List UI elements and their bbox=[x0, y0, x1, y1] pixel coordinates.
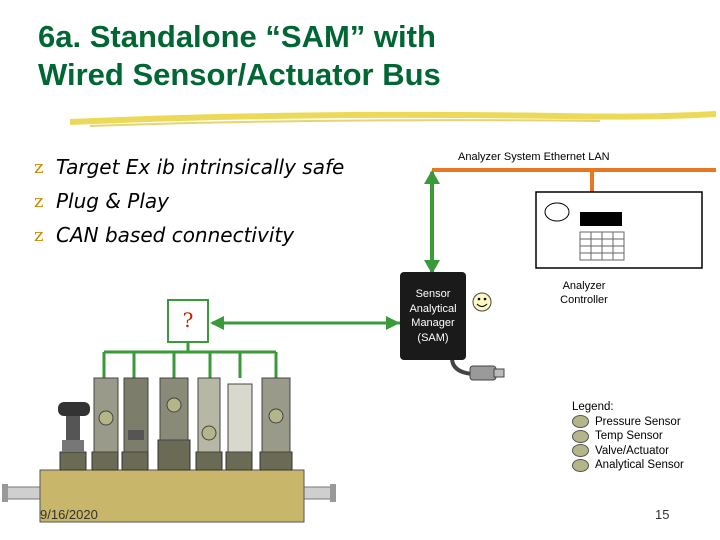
bullet-text: CAN based connectivity bbox=[56, 223, 295, 247]
valve-actuator bbox=[58, 402, 90, 452]
temp-sensor-swatch-icon bbox=[572, 429, 589, 443]
sam-line-2: Analytical bbox=[409, 302, 457, 315]
sensor-6 bbox=[261, 377, 291, 453]
arrow-up-icon bbox=[424, 170, 440, 184]
pipe-end-left bbox=[2, 484, 8, 502]
legend-item: Temp Sensor bbox=[572, 429, 684, 444]
manifold-base bbox=[39, 469, 305, 523]
bullet-item: z Plug & Play bbox=[34, 184, 394, 218]
bullet-item: z CAN based connectivity bbox=[34, 218, 394, 252]
title-line-2: Wired Sensor/Actuator Bus bbox=[38, 57, 441, 92]
legend-item-label: Analytical Sensor bbox=[595, 459, 684, 471]
sensor-2 bbox=[123, 377, 149, 453]
lan-label: Analyzer System Ethernet LAN bbox=[458, 151, 610, 163]
bullet-list: z Target Ex ib intrinsically safe z Plug… bbox=[34, 150, 394, 252]
sensor-5 bbox=[227, 383, 253, 453]
controller-label-line-2: Controller bbox=[560, 294, 608, 306]
legend: Legend: Pressure Sensor Temp Sensor Valv… bbox=[572, 400, 684, 473]
sensor-3 bbox=[159, 377, 189, 441]
pressure-sensor-icon bbox=[98, 410, 114, 426]
pressure-sensor-swatch-icon bbox=[572, 415, 589, 429]
arrow-left-icon bbox=[210, 316, 224, 330]
sensor-bus bbox=[102, 342, 278, 378]
legend-item: Valve/Actuator bbox=[572, 444, 684, 459]
legend-item-label: Temp Sensor bbox=[595, 430, 663, 442]
connector-plug-icon bbox=[450, 357, 505, 381]
bullet-mark-icon: z bbox=[34, 190, 44, 212]
bullet-text: Plug & Play bbox=[56, 189, 170, 213]
pipe-end-right bbox=[330, 484, 336, 502]
controller-label-line-1: Analyzer bbox=[562, 280, 606, 292]
sensor-1 bbox=[93, 377, 119, 453]
temp-sensor-icon bbox=[166, 397, 182, 413]
bullet-text: Target Ex ib intrinsically safe bbox=[56, 155, 345, 179]
bullet-mark-icon: z bbox=[34, 156, 44, 178]
bullet-mark-icon: z bbox=[34, 224, 44, 246]
legend-item: Pressure Sensor bbox=[572, 415, 684, 430]
analyzer-controller bbox=[535, 191, 703, 269]
controller-display-icon bbox=[544, 202, 570, 222]
sensor-4 bbox=[197, 377, 221, 453]
sam-line-4: (SAM) bbox=[417, 331, 449, 344]
legend-item-label: Valve/Actuator bbox=[595, 444, 669, 457]
question-mark: ? bbox=[182, 308, 194, 332]
legend-heading: Legend: bbox=[572, 401, 614, 413]
bullet-item: z Target Ex ib intrinsically safe bbox=[34, 150, 394, 184]
legend-item: Analytical Sensor bbox=[572, 458, 684, 473]
analytical-sensor-icon bbox=[268, 408, 284, 424]
keypad-icon bbox=[579, 231, 625, 261]
title-underline-streak bbox=[89, 119, 601, 127]
sam-line-1: Sensor bbox=[415, 288, 451, 300]
page-number: 15 bbox=[655, 507, 670, 522]
legend-item-label: Pressure Sensor bbox=[595, 415, 681, 428]
title-line-1: 6a. Standalone “SAM” with bbox=[38, 19, 436, 54]
arrow-right-icon bbox=[386, 316, 400, 330]
valve-actuator-swatch-icon bbox=[572, 444, 589, 458]
sam-device: Sensor Analytical Manager (SAM) bbox=[400, 272, 466, 360]
smiley-icon bbox=[472, 292, 492, 312]
title-underline bbox=[69, 111, 717, 125]
page-title: 6a. Standalone “SAM” with Wired Sensor/A… bbox=[38, 18, 678, 94]
valve-actuator-icon bbox=[201, 425, 217, 441]
sam-line-3: Manager bbox=[411, 317, 455, 329]
pedestals bbox=[59, 439, 293, 471]
controller-label: Analyzer Controller bbox=[556, 279, 612, 307]
analytical-sensor-swatch-icon bbox=[572, 458, 589, 472]
arrow-down-icon bbox=[424, 260, 440, 274]
footer-date: 9/16/2020 bbox=[40, 507, 98, 522]
